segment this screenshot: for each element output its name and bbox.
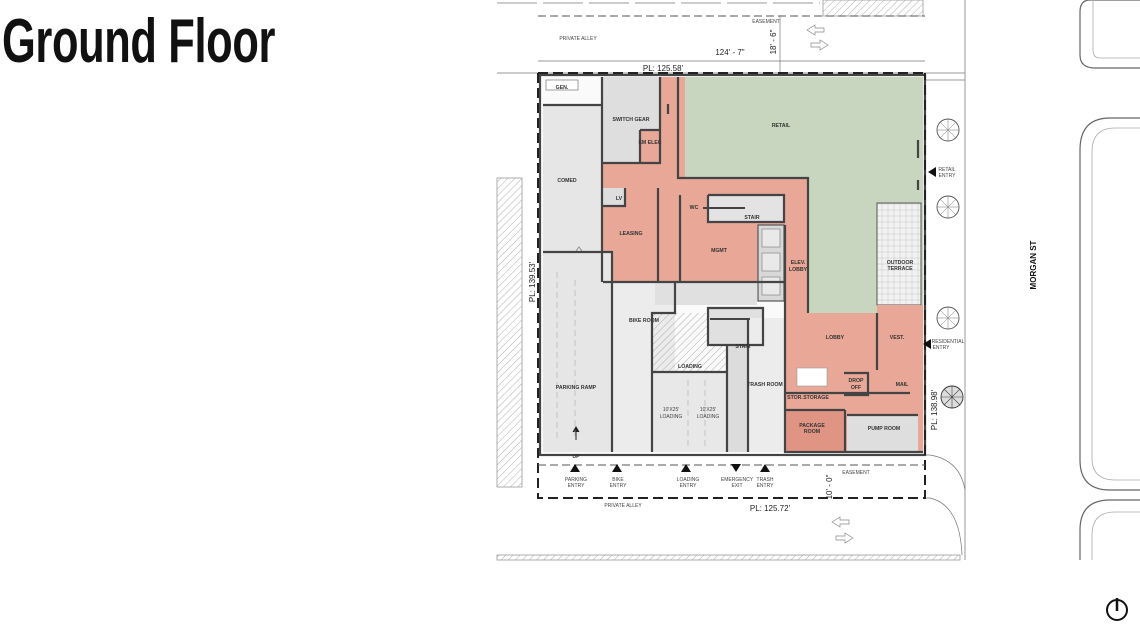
- parking-entry-label: ENTRY: [568, 483, 586, 489]
- label-mail: MAIL: [896, 382, 910, 388]
- pl-south-label: PL: 125.72': [750, 504, 791, 513]
- room-parking-ramp: [543, 252, 612, 452]
- exit-arrow-icon: [731, 464, 741, 472]
- label-lobby: LOBBY: [826, 335, 845, 341]
- label-bike-room: BIKE ROOM: [629, 318, 659, 324]
- tree-icon: [936, 306, 960, 330]
- label-wc: WC: [690, 205, 699, 211]
- label-package-room: ROOM: [804, 429, 820, 435]
- page-title: Ground Floor: [2, 7, 276, 76]
- label-em-elec: EM ELEC: [638, 140, 661, 146]
- neighbor-building: [496, 177, 523, 488]
- label-bay-2: LOADING: [697, 414, 720, 420]
- residential-entry-label: ENTRY: [933, 345, 951, 351]
- label-bay-1: LOADING: [660, 414, 683, 420]
- emergency-exit-label: EMERGENCY: [721, 477, 754, 483]
- label-stair-north: STAIR: [744, 215, 759, 221]
- site-context: [496, 0, 1140, 561]
- tree-icon: [940, 385, 964, 409]
- entries: RETAIL ENTRY RESIDENTIAL ENTRY PARKING E…: [565, 167, 965, 489]
- entry-arrow-icon: [923, 339, 931, 349]
- trash-entry-label: TRASH: [757, 477, 774, 483]
- property-lines: [537, 72, 926, 499]
- retail-entry-label: ENTRY: [939, 173, 957, 179]
- traffic-arrow-icon: [831, 516, 850, 528]
- emergency-exit-label: EXIT: [731, 483, 742, 489]
- label-stor: STOR.: [787, 395, 803, 401]
- label-lv: LV: [616, 196, 623, 202]
- tree-icon: [936, 195, 960, 219]
- trash-entry-label: ENTRY: [757, 483, 775, 489]
- room-package: [785, 410, 845, 452]
- south-depth-dimension: 10' - 0": [825, 474, 834, 499]
- entry-arrow-icon: [928, 167, 936, 177]
- label-elev-lobby: ELEV.: [791, 260, 806, 266]
- north-alley-label: PRIVATE ALLEY: [559, 36, 597, 42]
- north-depth-dimension: 18' - 6": [769, 29, 778, 54]
- neighbor-building: [496, 554, 961, 561]
- label-storage: STORAGE: [803, 395, 829, 401]
- rooms: [540, 75, 925, 455]
- entry-arrow-icon: [612, 464, 622, 472]
- label-gen: GEN.: [556, 85, 569, 91]
- room-comed: [543, 105, 602, 252]
- label-bay-1: 10'X25': [663, 407, 679, 413]
- pl-north-label: PL: 125.58': [643, 64, 684, 73]
- walls: [538, 73, 927, 457]
- label-leasing: LEASING: [619, 231, 642, 237]
- entry-arrow-icon: [570, 464, 580, 472]
- label-drop-off: DROP: [849, 378, 865, 384]
- parking-entry-label: PARKING: [565, 477, 587, 483]
- room-lv: [603, 188, 625, 206]
- pl-east-label: PL: 138.98': [930, 389, 939, 430]
- traffic-arrow-icon: [810, 39, 829, 51]
- label-bay-2: 10'X25': [700, 407, 716, 413]
- label-outdoor-terrace: TERRACE: [887, 266, 913, 272]
- reception-desk: [796, 367, 828, 387]
- label-retail: RETAIL: [772, 123, 791, 129]
- label-up: UP: [572, 454, 580, 460]
- elevators: [757, 224, 785, 302]
- entry-arrow-icon: [760, 464, 770, 472]
- traffic-arrow-icon: [806, 24, 825, 36]
- room-outdoor-terrace: [876, 202, 922, 306]
- label-comed: COMED: [557, 178, 577, 184]
- bike-entry-label: BIKE: [612, 477, 624, 483]
- north-width-dimension: 124' - 7": [715, 48, 744, 57]
- room-pump: [847, 415, 918, 452]
- south-alley-label: PRIVATE ALLEY: [604, 503, 642, 509]
- north-easement-label: EASEMENT: [752, 19, 780, 25]
- street-label: MORGAN ST: [1029, 240, 1038, 289]
- room-trash: [748, 318, 785, 452]
- entry-arrow-icon: [681, 464, 691, 472]
- label-trash-room: TRASH ROOM: [747, 382, 782, 388]
- label-vest: VEST.: [890, 335, 905, 341]
- residential-entry-label: RESIDENTIAL: [932, 339, 965, 345]
- label-mgmt: MGMT: [711, 248, 728, 254]
- label-outdoor-terrace: OUTDOOR: [887, 260, 914, 266]
- bike-entry-label: ENTRY: [610, 483, 628, 489]
- loading-entry-label: LOADING: [677, 477, 700, 483]
- pl-west-label: PL: 139.53': [528, 261, 537, 302]
- generator: [545, 79, 579, 91]
- label-pump-room: PUMP ROOM: [868, 426, 900, 432]
- retail-entry-label: RETAIL: [938, 167, 955, 173]
- room-retail: [678, 77, 923, 313]
- south-easement-label: EASEMENT: [842, 470, 870, 476]
- label-stair-south: STAIR: [735, 344, 750, 350]
- north-arrow-icon: [1106, 598, 1128, 621]
- room-em-elec: [640, 130, 660, 163]
- label-package-room: PACKAGE: [799, 423, 825, 429]
- tree-icon: [936, 118, 960, 142]
- label-parking-ramp: PARKING RAMP: [556, 385, 597, 391]
- room-labels: GEN. SWITCH GEAR EM ELEC COMED RETAIL LV…: [556, 85, 914, 460]
- label-drop-off: OFF: [851, 385, 861, 391]
- room-loading-bays: [652, 372, 727, 452]
- label-switch-gear: SWITCH GEAR: [613, 117, 650, 123]
- loading-entry-label: ENTRY: [680, 483, 698, 489]
- label-loading: LOADING: [678, 364, 702, 370]
- label-elev-lobby: LOBBY: [789, 267, 808, 273]
- traffic-arrow-icon: [835, 532, 854, 544]
- neighbor-building: [822, 0, 924, 17]
